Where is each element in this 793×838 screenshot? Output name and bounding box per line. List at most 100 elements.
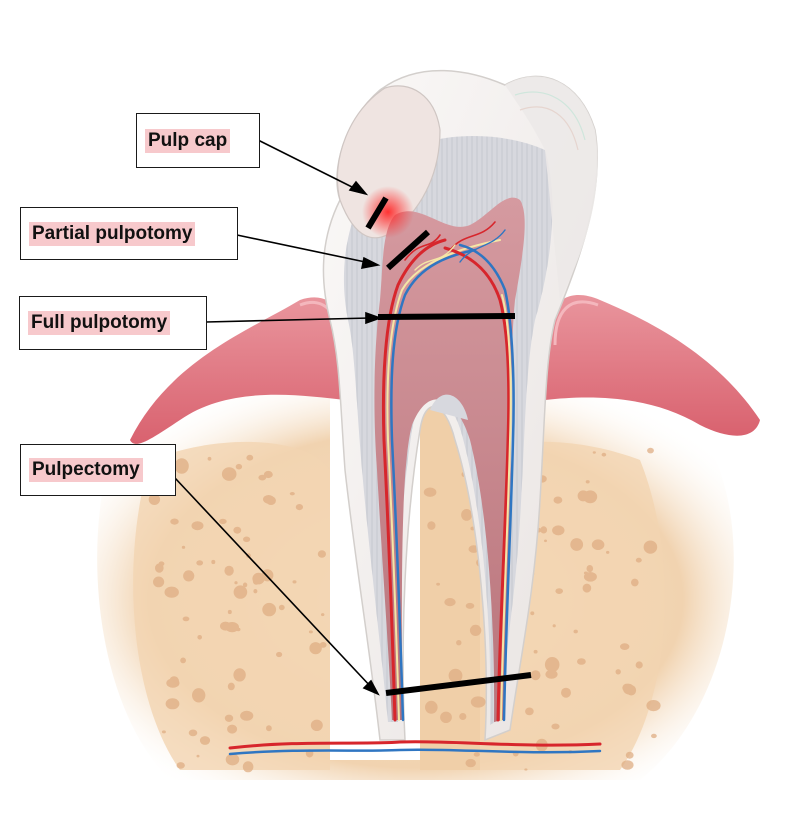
partial-pulpotomy-label-box: Partial pulpotomy: [20, 207, 238, 260]
bone-spot: [161, 730, 166, 734]
bone-spot: [586, 565, 594, 573]
bone-spot: [601, 452, 607, 457]
pulpectomy-cut-line: [385, 672, 532, 696]
bone-spot: [525, 707, 534, 716]
bone-spot: [188, 729, 198, 737]
bone-spot: [577, 658, 586, 665]
bone-spot: [182, 616, 190, 622]
bone-spot: [321, 613, 325, 617]
bone-spot: [174, 458, 189, 474]
bone-spot: [423, 487, 437, 497]
bone-spot: [233, 526, 242, 534]
bone-spot: [615, 669, 621, 675]
bone-spot: [308, 630, 313, 634]
bone-spot: [561, 687, 571, 698]
bone-spot: [625, 751, 634, 759]
bone-spot: [621, 760, 634, 770]
bone-spot: [592, 451, 596, 454]
bone-spot: [635, 661, 643, 669]
bone-spot: [211, 559, 216, 565]
bone-spot: [243, 536, 251, 543]
bone-spot: [227, 682, 235, 691]
bone-spot: [470, 696, 486, 708]
bone-spot: [263, 495, 275, 504]
bone-spot: [169, 676, 180, 688]
bone-spot: [292, 580, 297, 584]
bone-spot: [570, 538, 584, 551]
bone-spot: [317, 550, 326, 558]
pulp-cap-cut-line: [365, 196, 389, 230]
bone-spot: [544, 539, 547, 543]
bone-spot: [180, 657, 187, 664]
bone-spot: [651, 733, 657, 739]
bone-spot: [623, 683, 635, 695]
bone-spot: [545, 669, 558, 679]
bone-spot: [533, 649, 538, 654]
bone-spot: [459, 713, 467, 720]
bone-spot: [646, 700, 661, 712]
bone-spot: [606, 550, 610, 554]
bone-spot: [165, 698, 180, 710]
bone-spot: [456, 640, 462, 646]
bone-spot: [465, 758, 476, 768]
bone-spot: [591, 539, 605, 550]
bone-spot: [196, 560, 204, 566]
bone-spot: [263, 470, 273, 479]
bone-spot: [310, 719, 323, 731]
bone-spot: [233, 668, 246, 682]
broken-cusp: [336, 85, 441, 239]
bone-spot: [448, 668, 463, 683]
bone-spot: [207, 456, 212, 461]
bone-spot: [224, 565, 234, 576]
pulpectomy-label: Pulpectomy: [29, 458, 143, 482]
bone-spot: [469, 624, 482, 637]
pulp-cap-label: Pulp cap: [145, 128, 231, 153]
partial-pulpotomy-cut-line: [385, 229, 431, 271]
bone-spot: [153, 576, 165, 588]
bone-spot: [225, 622, 240, 633]
bone-spot: [319, 642, 327, 648]
bone-spot: [647, 447, 654, 454]
bone-spot: [585, 480, 590, 484]
bone-spot: [183, 570, 195, 582]
bone-spot: [427, 521, 436, 530]
bone-spot: [258, 474, 267, 481]
bone-spot: [553, 496, 563, 504]
vessels: [228, 221, 602, 756]
bone-spot: [544, 657, 560, 673]
pointer-lines: [174, 139, 383, 696]
bone-spot: [199, 736, 211, 745]
pulpectomy-label-box: Pulpectomy: [20, 444, 176, 496]
partial-pulpotomy-label: Partial pulpotomy: [29, 221, 196, 246]
bone-spot: [240, 710, 254, 721]
bone-spot: [242, 761, 254, 773]
bone-spot: [233, 585, 248, 599]
bone-spot: [620, 643, 630, 650]
bone-spot: [196, 754, 200, 758]
bone-spot: [631, 578, 639, 587]
bone-spot: [197, 635, 202, 640]
bone-spot: [530, 670, 541, 681]
bone-spot: [266, 725, 272, 732]
pulp-cap-label-box: Pulp cap: [136, 113, 260, 168]
bone-spot: [234, 581, 238, 585]
bone-spot: [276, 651, 283, 658]
bone-spot: [309, 642, 322, 655]
bone-spot: [164, 586, 179, 598]
bone-spot: [524, 768, 528, 771]
bone-spot: [555, 588, 563, 594]
bone-spot: [227, 724, 238, 734]
full-pulpotomy-label: Full pulpotomy: [28, 311, 171, 335]
bone-spot: [440, 711, 452, 723]
bone-spot: [465, 602, 475, 609]
bone-spot: [552, 624, 556, 628]
bone-spot: [643, 540, 658, 554]
bone-spot: [170, 518, 179, 525]
bone-spot: [192, 688, 206, 703]
bone-spot: [253, 589, 258, 594]
bone-spot: [235, 463, 243, 470]
bone-spot: [573, 629, 578, 634]
bone-spot: [425, 700, 438, 714]
